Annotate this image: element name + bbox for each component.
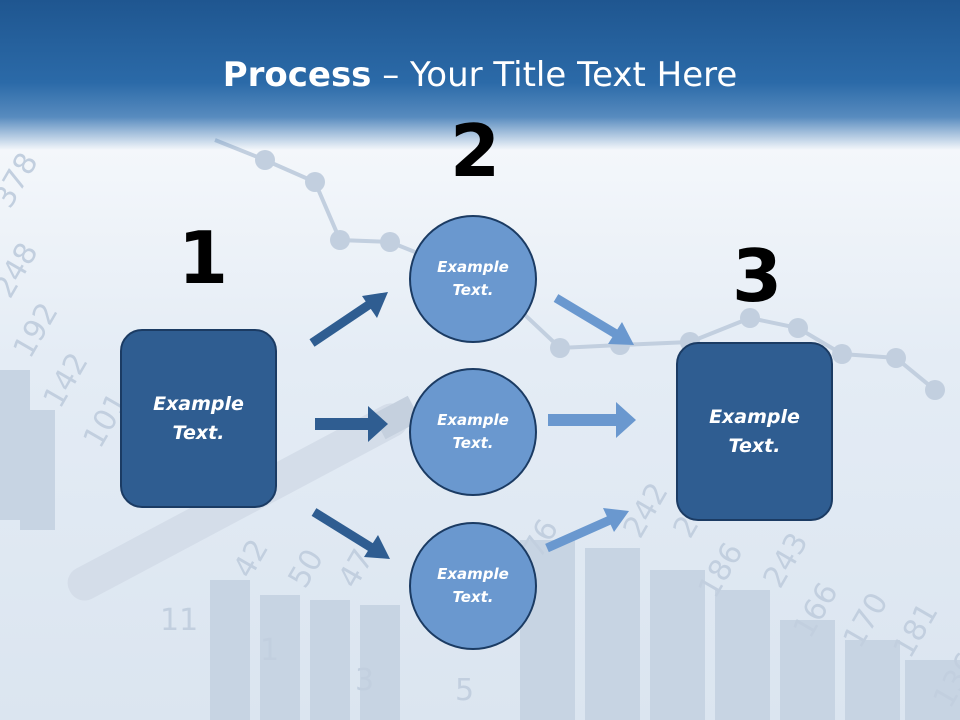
svg-text:5: 5 (455, 673, 474, 708)
step-number-2: 2 (450, 109, 501, 193)
step-1-box[interactable]: Example Text. (120, 329, 277, 508)
step-2-circle-top[interactable]: Example Text. (409, 215, 537, 343)
step-2-circle-middle[interactable]: Example Text. (409, 368, 537, 496)
arrow-1-to-top (309, 292, 388, 347)
step-number-1: 1 (178, 216, 229, 300)
arrow-bottom-to-3 (545, 508, 629, 553)
step-number-3: 3 (732, 234, 783, 318)
svg-text:1: 1 (260, 633, 279, 668)
slide-title: Process – Your Title Text Here (0, 54, 960, 96)
arrow-middle-to-3 (548, 402, 636, 438)
step-1-label: Example Text. (153, 392, 244, 444)
circle-bottom-label: Example Text. (437, 565, 509, 606)
step-2-circle-bottom[interactable]: Example Text. (409, 522, 537, 650)
step-3-box[interactable]: Example Text. (676, 342, 833, 521)
title-banner (0, 0, 960, 150)
arrow-1-to-bottom (311, 508, 390, 559)
title-rest: – Your Title Text Here (371, 55, 738, 95)
arrow-1-to-middle (315, 406, 388, 442)
arrow-top-to-3 (553, 294, 634, 345)
svg-text:3: 3 (355, 663, 374, 698)
title-bold: Process (222, 55, 372, 95)
circle-middle-label: Example Text. (437, 411, 509, 452)
circle-top-label: Example Text. (437, 258, 509, 299)
step-3-label: Example Text. (709, 405, 800, 457)
svg-text:11: 11 (160, 603, 198, 638)
